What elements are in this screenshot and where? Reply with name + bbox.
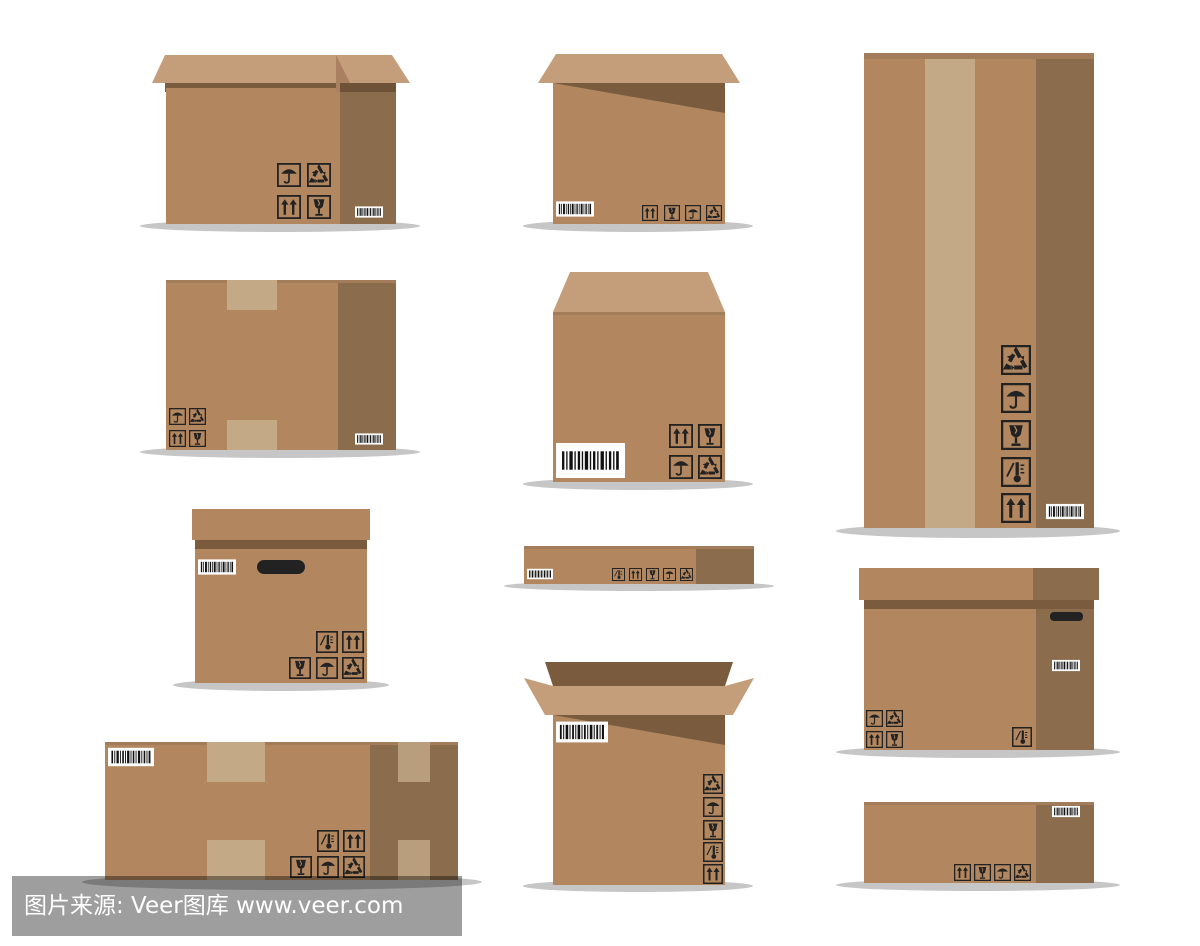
barcode-label: [355, 433, 383, 445]
wide-box: [82, 742, 482, 890]
barcode-label: [198, 559, 236, 575]
taped-box: [140, 280, 420, 458]
closed-box-center: [523, 272, 753, 490]
barcode-label: [108, 747, 154, 767]
lid-box-right: [836, 568, 1120, 758]
small-box-right: [836, 802, 1120, 891]
flat-box: [504, 546, 774, 591]
lid-box-handle: [173, 509, 389, 691]
open-flaps-box: [523, 662, 754, 892]
barcode-label: [1052, 659, 1080, 672]
barcode-label: [556, 721, 608, 743]
hand-hole: [257, 560, 305, 574]
watermark-text: 图片来源: Veer图库 www.veer.com: [12, 876, 462, 936]
open-box-top-center: [523, 54, 753, 232]
barcode-label: [355, 206, 383, 218]
hand-hole: [1050, 612, 1083, 621]
barcode-label: [1046, 503, 1084, 520]
barcode-label: [556, 201, 594, 217]
open-box-top-left: [140, 55, 420, 232]
tall-box: [836, 53, 1120, 538]
barcode-label: [527, 568, 553, 580]
barcode-label: [1052, 805, 1080, 818]
